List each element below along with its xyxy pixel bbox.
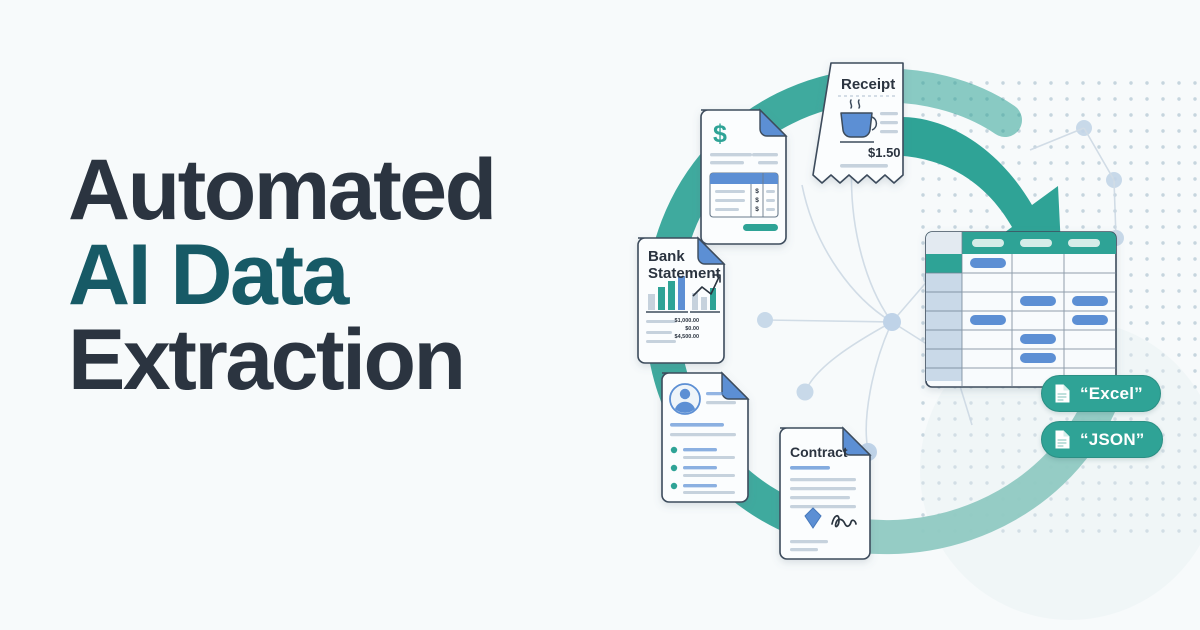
headline-line-3: Extraction [68, 312, 466, 409]
pill-excel[interactable]: “Excel” [1041, 375, 1161, 412]
spreadsheet-cell [1020, 334, 1056, 344]
svg-text:$: $ [755, 188, 759, 195]
seal-icon [804, 507, 822, 529]
svg-text:$: $ [755, 206, 759, 213]
spreadsheet-cell [1020, 296, 1056, 306]
headline-line-2: AI Data [68, 227, 349, 324]
line-chart-icon [690, 274, 721, 313]
bank-statement-value: $0.00 [685, 326, 699, 332]
graph-node-hub [883, 313, 901, 331]
invoice-document[interactable]: $ [700, 108, 788, 245]
extracted-spreadsheet[interactable] [925, 231, 1117, 388]
illustration-svg: $ [637, 62, 1200, 620]
svg-text:$: $ [755, 197, 759, 204]
headline-line-1: Automated [68, 142, 497, 238]
resume-document[interactable] [661, 371, 750, 503]
spreadsheet-cell [970, 315, 1006, 325]
document-icon [1055, 384, 1070, 403]
receipt-document[interactable] [812, 62, 904, 184]
illustration: $ [600, 0, 1200, 630]
invoice-total-bar [743, 224, 778, 231]
user-avatar-icon [669, 383, 701, 415]
bank-statement-document[interactable] [637, 236, 726, 364]
coffee-cup-icon [840, 99, 878, 143]
contract-document[interactable] [779, 426, 872, 560]
graph-node [757, 312, 773, 328]
curved-arrow-icon [903, 117, 1062, 268]
signature-icon [831, 514, 857, 528]
spreadsheet-cell [970, 258, 1006, 268]
graph-node [796, 383, 814, 401]
bank-statement-value: $4,500.00 [674, 334, 699, 340]
spreadsheet-cell [1020, 353, 1056, 363]
pill-json[interactable]: “JSON” [1041, 421, 1163, 458]
pill-json-label: “JSON” [1080, 429, 1145, 449]
bar-chart-icon [646, 276, 688, 313]
pill-excel-label: “Excel” [1080, 383, 1143, 403]
dollar-sign-icon: $ [713, 120, 727, 148]
spreadsheet-cell [1072, 315, 1108, 325]
bank-statement-value: $1,000.00 [674, 318, 699, 324]
document-icon [1055, 430, 1070, 449]
spreadsheet-cell [1072, 296, 1108, 306]
page-title: Automated AI Data Extraction [68, 142, 628, 409]
network-graph [757, 120, 1124, 461]
